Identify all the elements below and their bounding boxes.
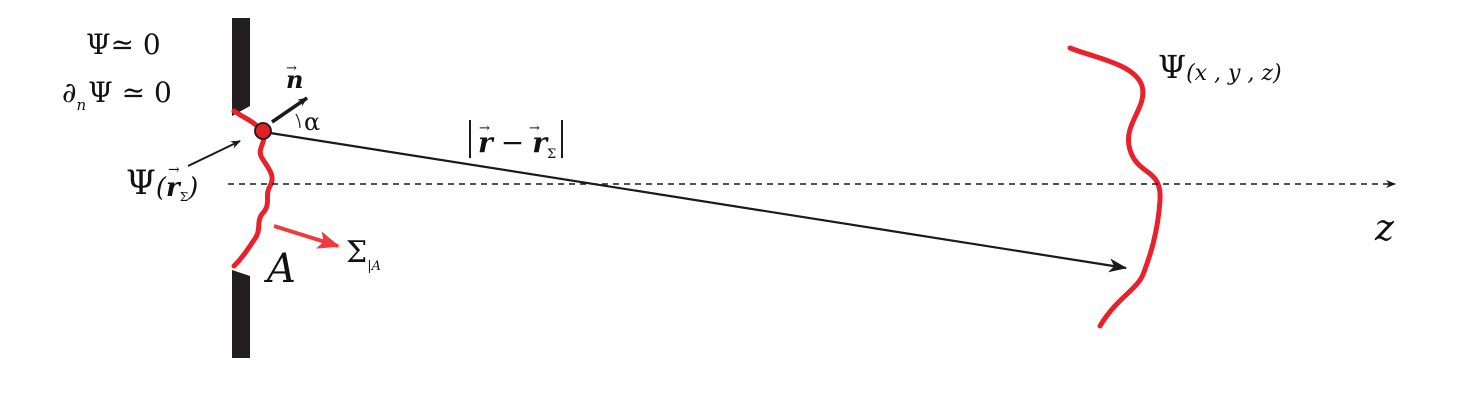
label-sigma-a: Σ|A <box>346 235 381 274</box>
label-n-vector: n <box>286 65 303 94</box>
r-sigma-vec-arrow: → <box>168 162 180 178</box>
normal-vector-arrow <box>271 96 308 124</box>
source-point <box>254 122 272 140</box>
screen-upper <box>232 18 250 106</box>
label-psi-r-sigma: Ψ(rΣ) <box>126 163 198 204</box>
distance-r-vec-arrow: → <box>479 121 490 136</box>
far-field-wavefront <box>1067 45 1163 329</box>
label-aperture: A <box>263 246 296 292</box>
label-dn-psi: ∂nΨ ≃ 0 <box>62 76 172 114</box>
alpha-angle-arc <box>295 113 301 129</box>
distance-r2-vec-arrow: → <box>529 121 540 136</box>
label-alpha: α <box>304 108 320 136</box>
label-z-axis: z <box>1374 208 1395 249</box>
distance-ray <box>263 130 1127 273</box>
psi-r-sigma-pointer <box>187 140 241 167</box>
sigma-a-arrow <box>273 224 340 249</box>
label-distance: r−rΣ <box>478 126 556 162</box>
n-vec-arrow: → <box>286 61 297 76</box>
screen-lower-tip <box>232 270 250 282</box>
label-psi-zero: Ψ≃ 0 <box>86 28 161 61</box>
screen-lower <box>232 280 250 358</box>
label-psi-field: Ψ(x , y , z) <box>1158 48 1282 86</box>
